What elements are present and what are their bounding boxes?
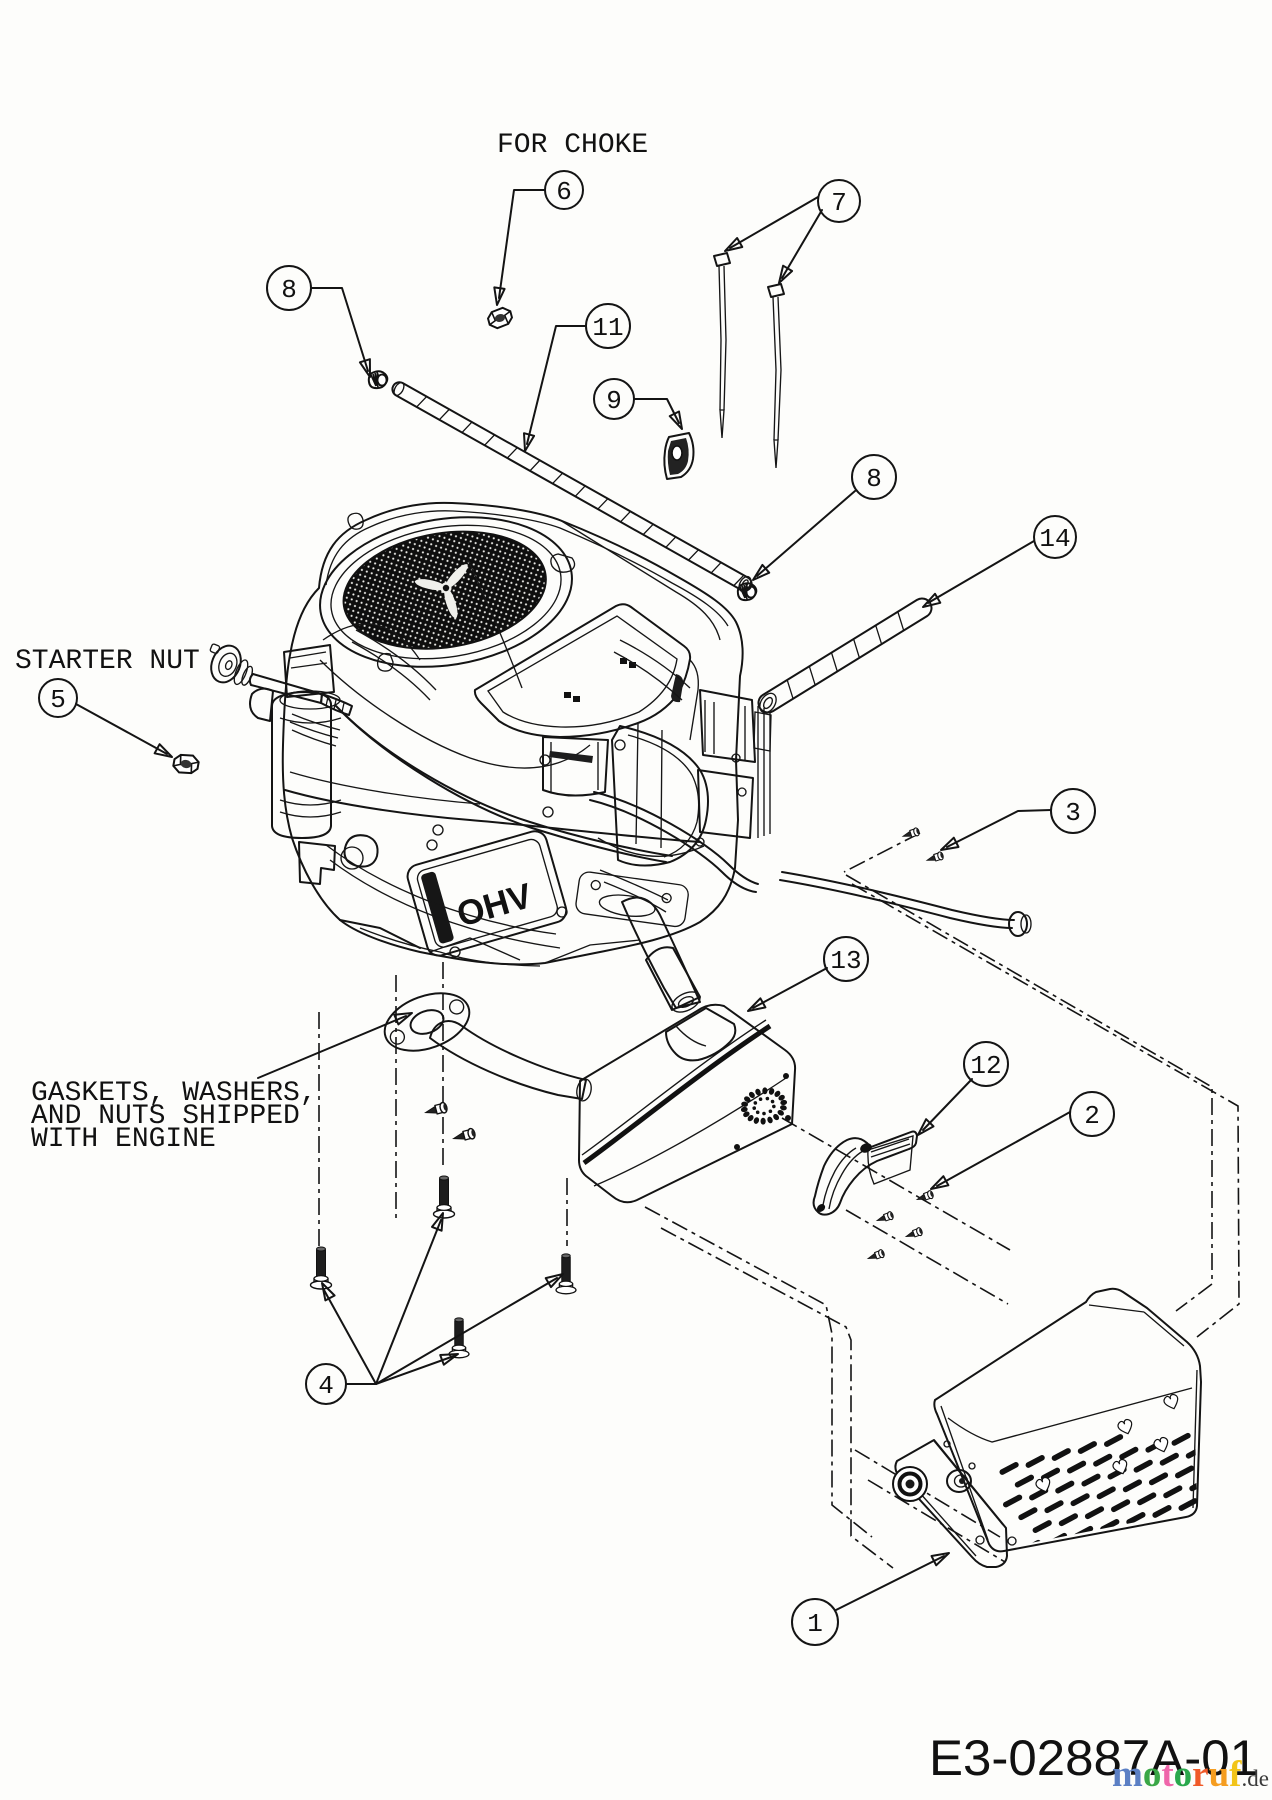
svg-text:7: 7 xyxy=(831,188,847,218)
svg-text:11: 11 xyxy=(592,313,623,343)
svg-text:6: 6 xyxy=(556,177,572,207)
svg-text:3: 3 xyxy=(1065,798,1081,828)
svg-text:STARTER NUT: STARTER NUT xyxy=(15,646,200,677)
svg-text:motoruf.de: motoruf.de xyxy=(1112,1754,1269,1795)
svg-text:13: 13 xyxy=(830,946,861,976)
svg-text:14: 14 xyxy=(1039,524,1070,554)
svg-text:GASKETS, WASHERS,: GASKETS, WASHERS, xyxy=(31,1078,317,1109)
svg-text:12: 12 xyxy=(970,1051,1001,1081)
svg-text:AND NUTS SHIPPED: AND NUTS SHIPPED xyxy=(31,1101,300,1132)
svg-text:1: 1 xyxy=(807,1609,823,1639)
svg-text:E3-02887A-01: E3-02887A-01 xyxy=(929,1729,1258,1786)
svg-text:5: 5 xyxy=(50,685,66,715)
svg-text:FOR CHOKE: FOR CHOKE xyxy=(497,130,648,161)
svg-text:2: 2 xyxy=(1084,1101,1100,1131)
svg-text:9: 9 xyxy=(606,386,622,416)
svg-text:8: 8 xyxy=(281,275,297,305)
svg-text:4: 4 xyxy=(318,1371,334,1401)
svg-text:WITH ENGINE: WITH ENGINE xyxy=(31,1124,216,1155)
svg-text:8: 8 xyxy=(866,464,882,494)
